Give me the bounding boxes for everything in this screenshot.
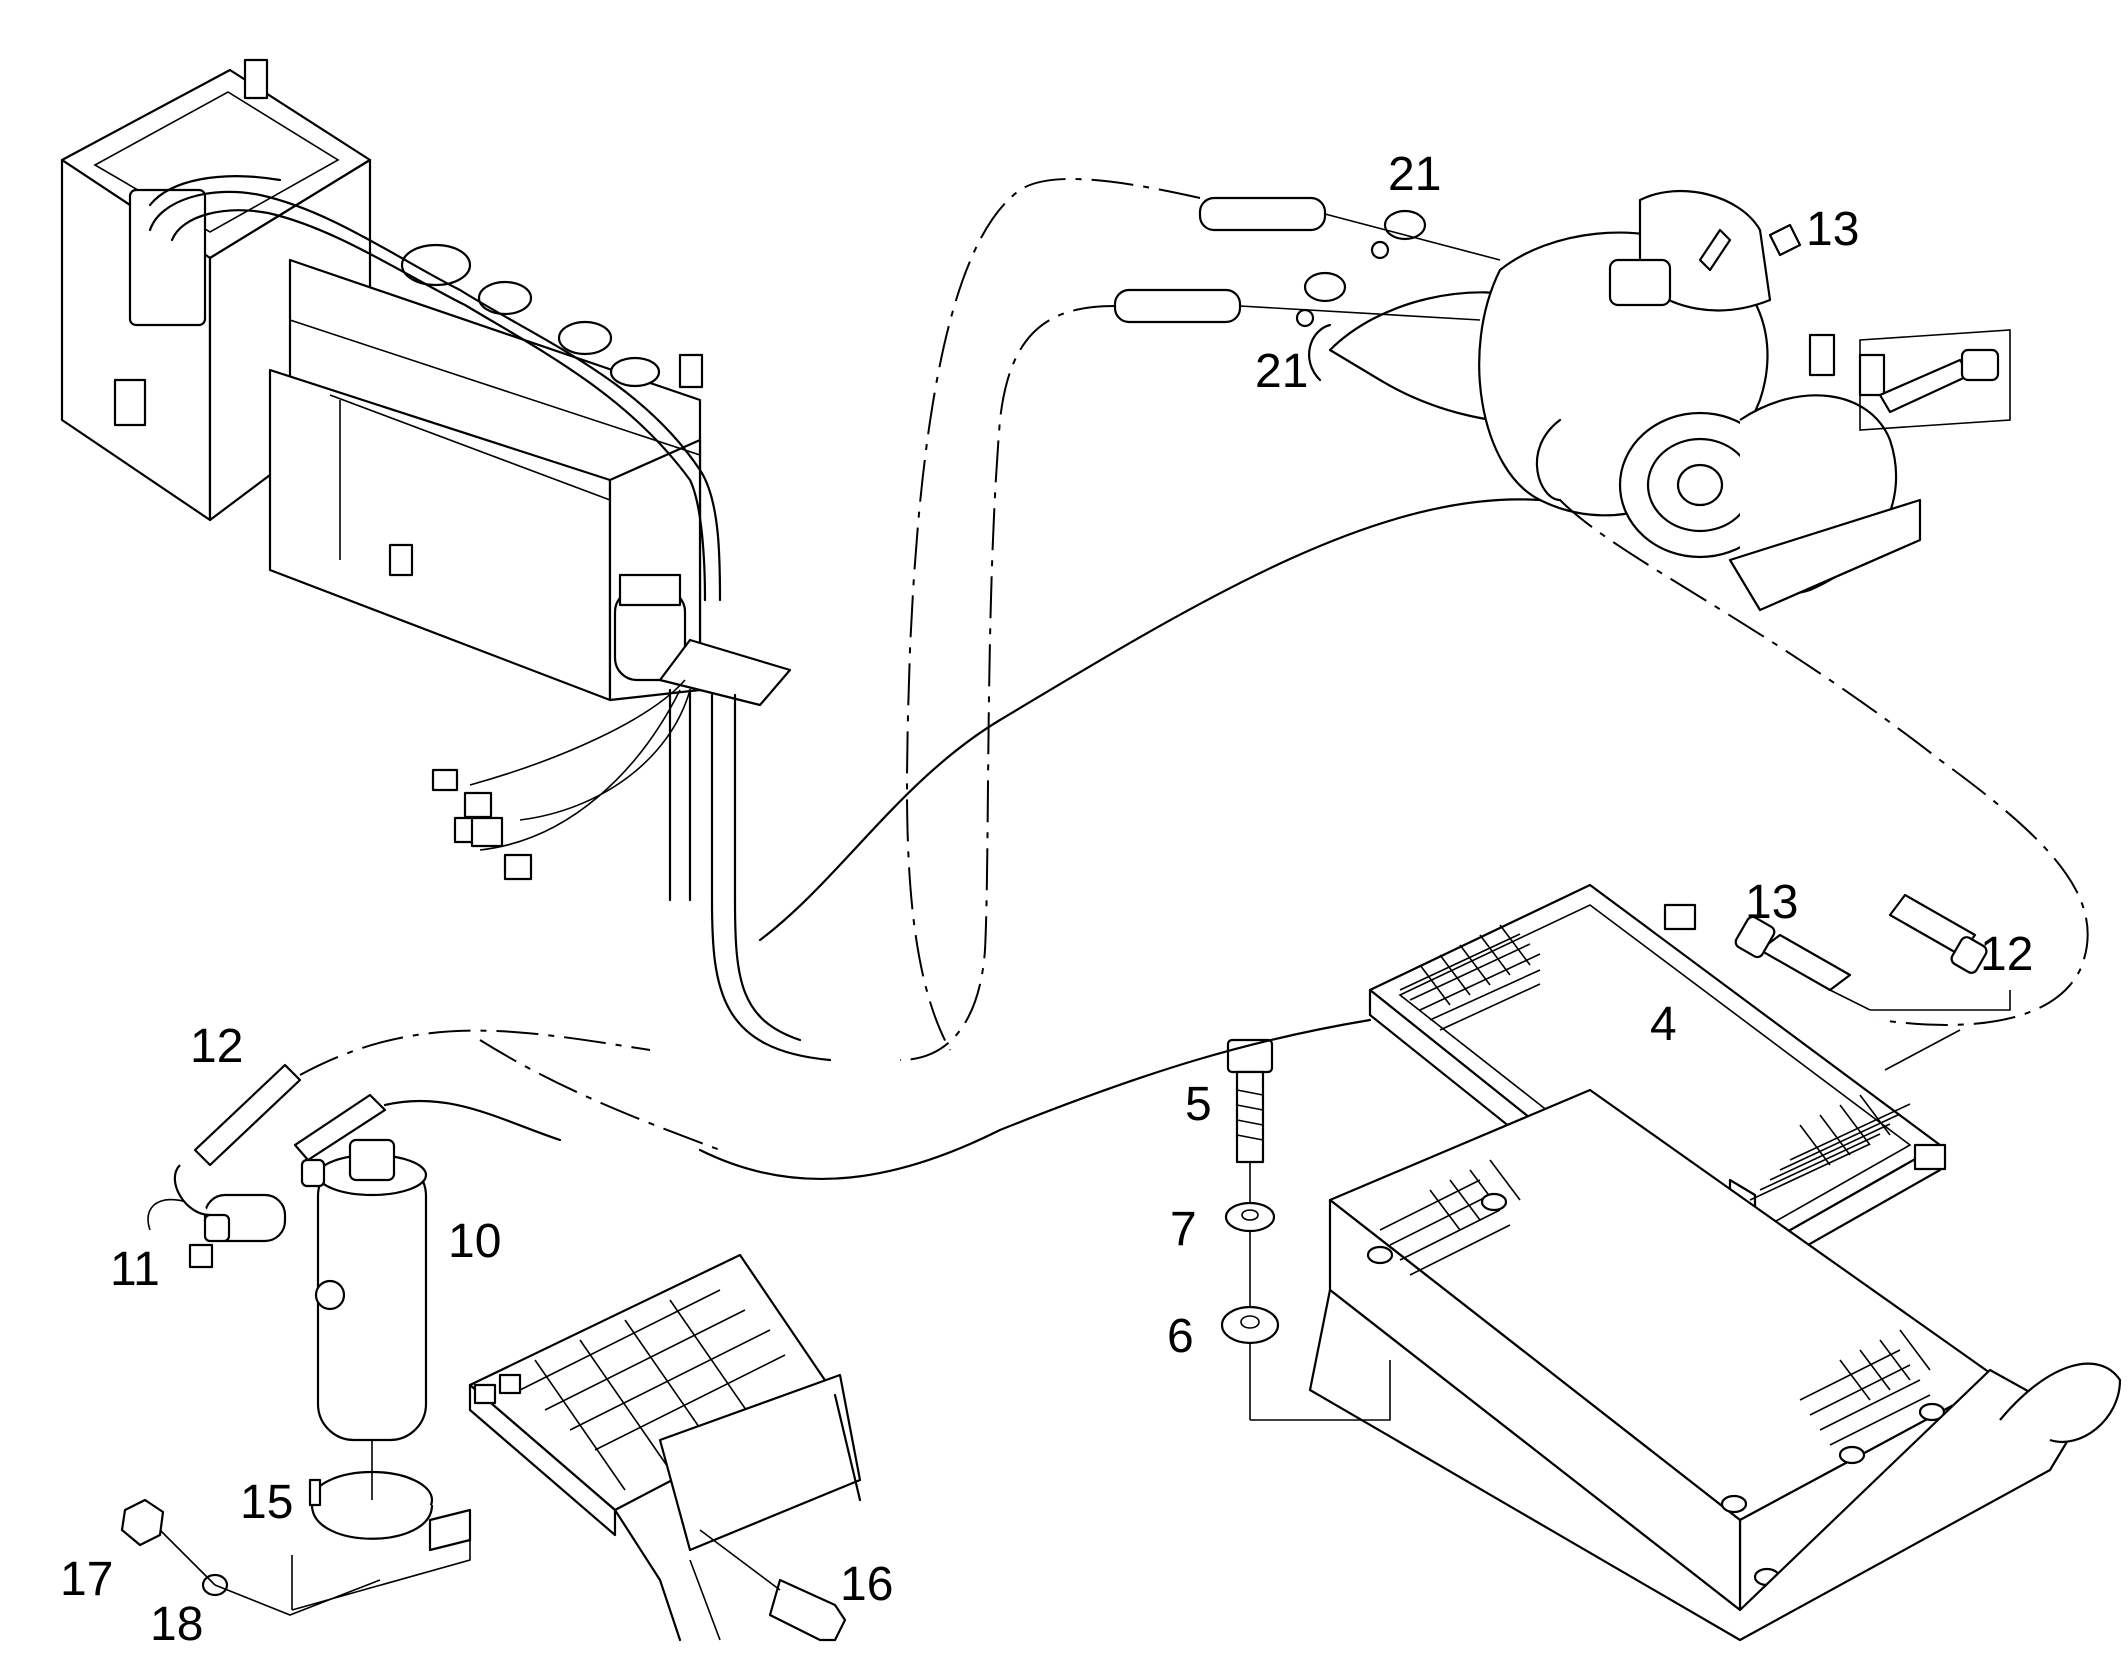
- callout-21-lower: 21: [1255, 345, 1308, 398]
- callout-12-left: 12: [190, 1020, 243, 1073]
- callout-15: 15: [240, 1476, 293, 1529]
- compressor-assembly: [758, 178, 2089, 1061]
- receiver-drier-assembly: [120, 1018, 1372, 1616]
- callout-7: 7: [1170, 1203, 1197, 1256]
- callout-13-lower: 13: [1745, 876, 1798, 929]
- callout-12-right: 12: [1980, 928, 2033, 981]
- callout-5: 5: [1185, 1078, 1212, 1131]
- callout-18: 18: [150, 1598, 203, 1651]
- bolt-washer-stack: [1220, 1038, 1391, 1421]
- callout-labels: 21 13 21 13 12 4 12 5 10 7 11 6 15 17 16…: [60, 148, 2033, 1651]
- callout-13-upper: 13: [1806, 203, 1859, 256]
- evaporator-unit: [60, 58, 832, 1062]
- callout-21-upper: 21: [1388, 148, 1441, 201]
- callout-10: 10: [448, 1215, 501, 1268]
- condenser-assembly: [1308, 883, 2122, 1642]
- callout-16: 16: [840, 1558, 893, 1611]
- step-bracket: [468, 1253, 862, 1642]
- callout-4: 4: [1650, 998, 1677, 1051]
- callout-6: 6: [1167, 1310, 1194, 1363]
- callout-11: 11: [110, 1243, 160, 1296]
- callout-17: 17: [60, 1553, 113, 1606]
